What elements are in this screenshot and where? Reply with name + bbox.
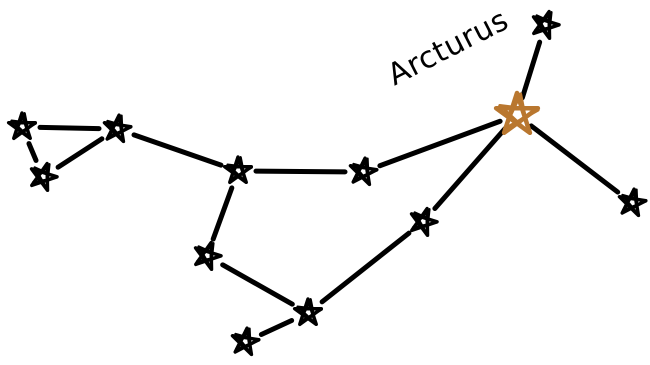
star-markers (9, 12, 646, 355)
connection-line (29, 144, 36, 161)
connection-line (223, 265, 293, 304)
connection-line (58, 139, 102, 167)
connection-line (40, 127, 99, 128)
connection-line (322, 233, 409, 302)
connection-lines (29, 42, 618, 334)
connection-line (134, 135, 221, 165)
connection-line (522, 42, 539, 98)
connection-line (213, 188, 232, 239)
connection-line (531, 126, 617, 192)
connection-line (256, 171, 345, 172)
connection-line (380, 121, 500, 166)
connection-line (261, 321, 291, 335)
